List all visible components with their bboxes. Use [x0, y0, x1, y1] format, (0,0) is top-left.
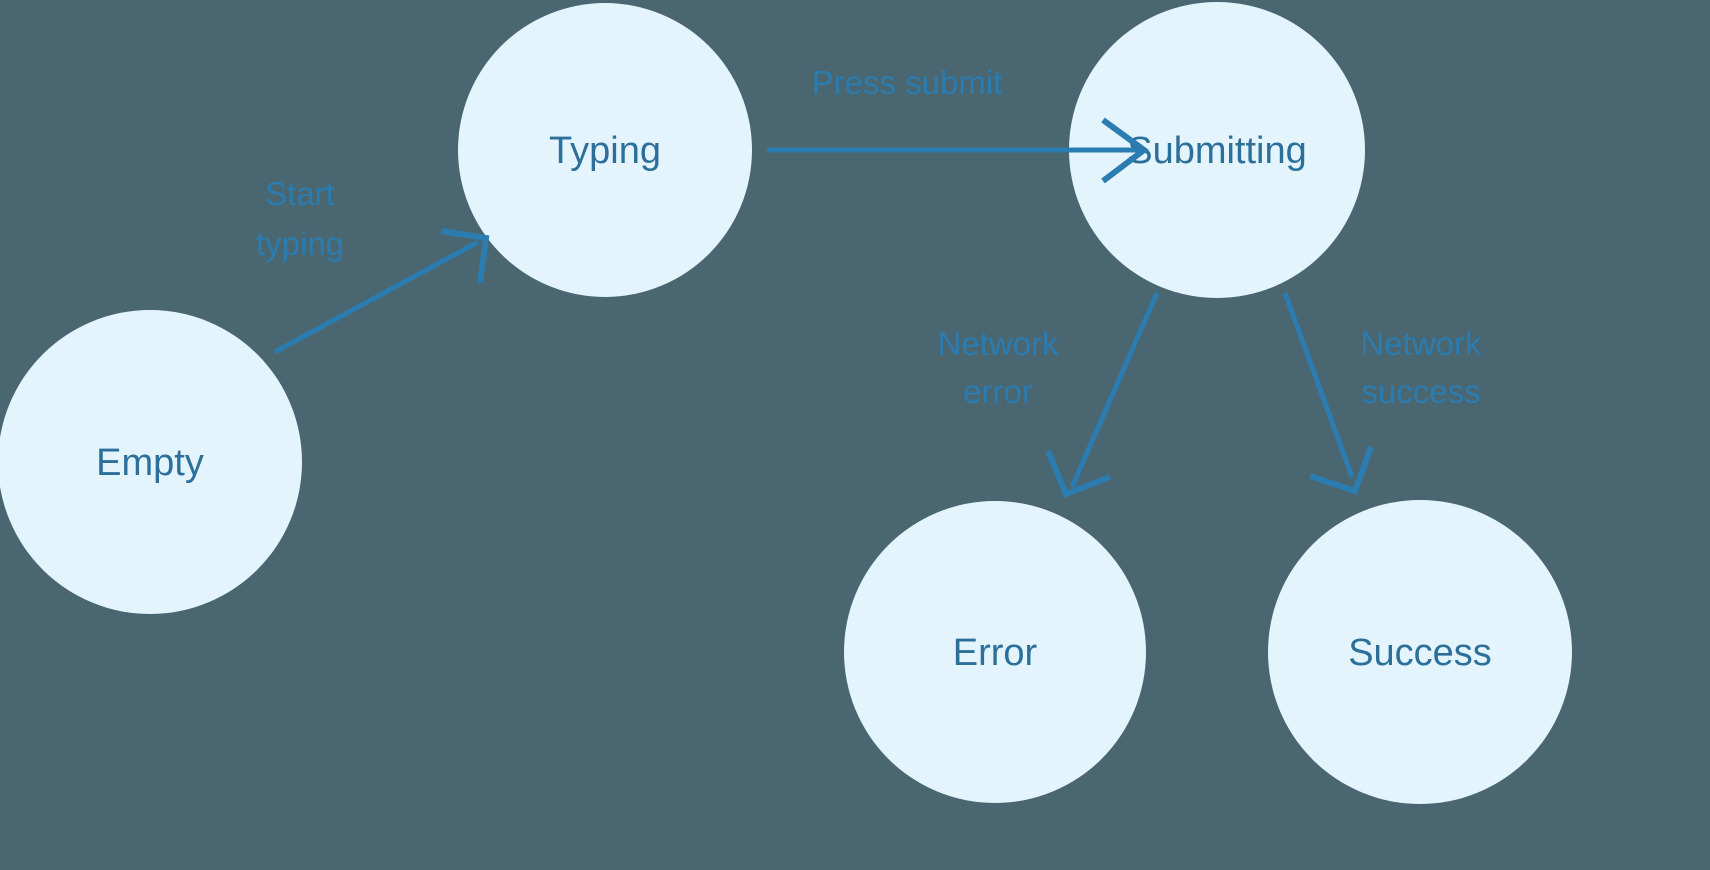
edge-label-network-error-line1: Network	[937, 325, 1059, 362]
node-success-label: Success	[1348, 632, 1492, 674]
edge-submitting-to-error-arrowhead	[1045, 449, 1112, 498]
edge-label-network-success-line2: success	[1361, 373, 1480, 410]
edge-typing-to-submitting	[767, 117, 1150, 184]
edge-label-network-error: Network error	[937, 325, 1059, 410]
node-typing-label: Typing	[549, 130, 661, 172]
edge-submitting-to-success-line	[1282, 292, 1355, 478]
edge-submitting-to-success-arrowhead	[1309, 445, 1374, 495]
edge-label-press-submit-line1: Press submit	[812, 64, 1003, 101]
edge-label-network-error-line2: error	[963, 373, 1033, 410]
node-error[interactable]: Error	[844, 501, 1146, 803]
node-typing-circle[interactable]	[458, 3, 752, 297]
edge-submitting-to-success	[1282, 292, 1374, 495]
node-success[interactable]: Success	[1268, 500, 1572, 804]
edge-empty-to-typing-arrowhead	[440, 228, 490, 284]
node-empty-circle[interactable]	[0, 310, 302, 614]
edge-label-network-success-line1: Network	[1360, 325, 1482, 362]
edge-label-start-typing-line1: Start	[265, 175, 335, 212]
edge-submitting-to-error	[1045, 291, 1160, 498]
edge-submitting-to-error-line	[1069, 291, 1160, 489]
node-empty[interactable]: Empty	[0, 310, 302, 614]
node-error-circle[interactable]	[844, 501, 1146, 803]
edge-label-start-typing: Start typing	[256, 175, 344, 262]
node-success-circle[interactable]	[1268, 500, 1572, 804]
node-empty-label: Empty	[96, 442, 204, 484]
edge-typing-to-submitting-arrowhead	[1101, 117, 1150, 184]
edge-label-network-success: Network success	[1360, 325, 1482, 410]
node-submitting[interactable]: Submitting	[1069, 2, 1365, 298]
edge-empty-to-typing	[273, 228, 490, 355]
edge-empty-to-typing-line	[273, 239, 480, 355]
edge-label-press-submit: Press submit	[812, 64, 1003, 101]
node-submitting-circle[interactable]	[1069, 2, 1365, 298]
edge-label-start-typing-line2: typing	[256, 225, 344, 262]
node-submitting-label: Submitting	[1127, 130, 1307, 172]
node-error-label: Error	[953, 632, 1038, 674]
node-typing[interactable]: Typing	[458, 3, 752, 297]
